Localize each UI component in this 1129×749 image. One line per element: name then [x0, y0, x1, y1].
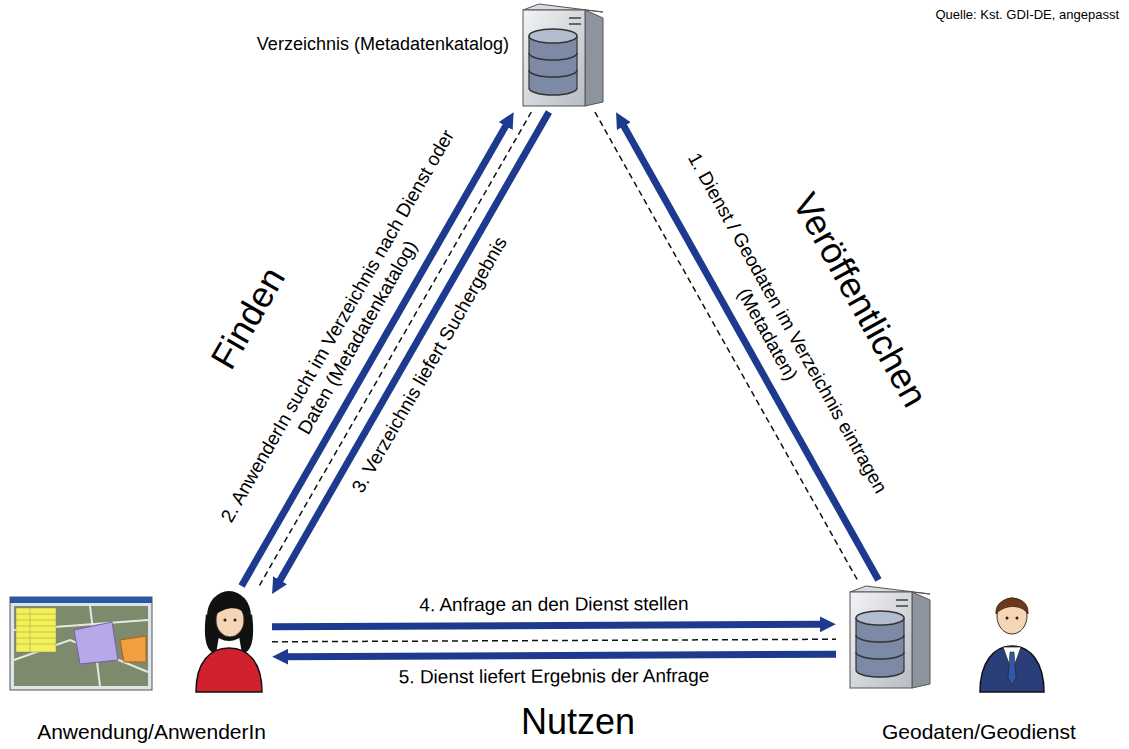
user-figure: [196, 591, 262, 692]
application-screenshot: [10, 597, 152, 690]
service-node: Geodaten/Geodienst: [842, 586, 939, 692]
node-caption: Verzeichnis (Metadatenkatalog): [257, 34, 509, 55]
catalog-server-icon: [523, 4, 603, 106]
dashed-link: [595, 112, 857, 580]
phase-title: Finden: [203, 260, 292, 375]
provider-figure: [980, 598, 1044, 692]
geodata-server-icon: [850, 586, 930, 688]
user-node: Anwendung/AnwenderIn: [188, 592, 266, 692]
edge-label: 5. Dienst liefert Ergebnis der Anfrage: [344, 664, 764, 689]
dashed-link: [272, 639, 836, 642]
node-caption: Anwendung/AnwenderIn: [37, 720, 266, 744]
source-note: Quelle: Kst. GDI-DE, angepasst: [935, 8, 1119, 22]
phase-title: Nutzen: [521, 702, 635, 742]
edge-label: 4. Anfrage an den Dienst stellen: [344, 592, 764, 617]
flow-arrow: [622, 123, 878, 580]
dashed-link: [259, 112, 531, 586]
flow-arrow: [285, 654, 836, 656]
edge-label: 3. Verzeichnis liefert Suchergebnis: [326, 194, 535, 535]
node-caption: Geodaten/Geodienst: [882, 720, 1076, 744]
catalog-node: Verzeichnis (Metadatenkatalog): [515, 6, 612, 106]
flow-arrow: [272, 624, 823, 626]
flow-arrow: [242, 123, 508, 586]
